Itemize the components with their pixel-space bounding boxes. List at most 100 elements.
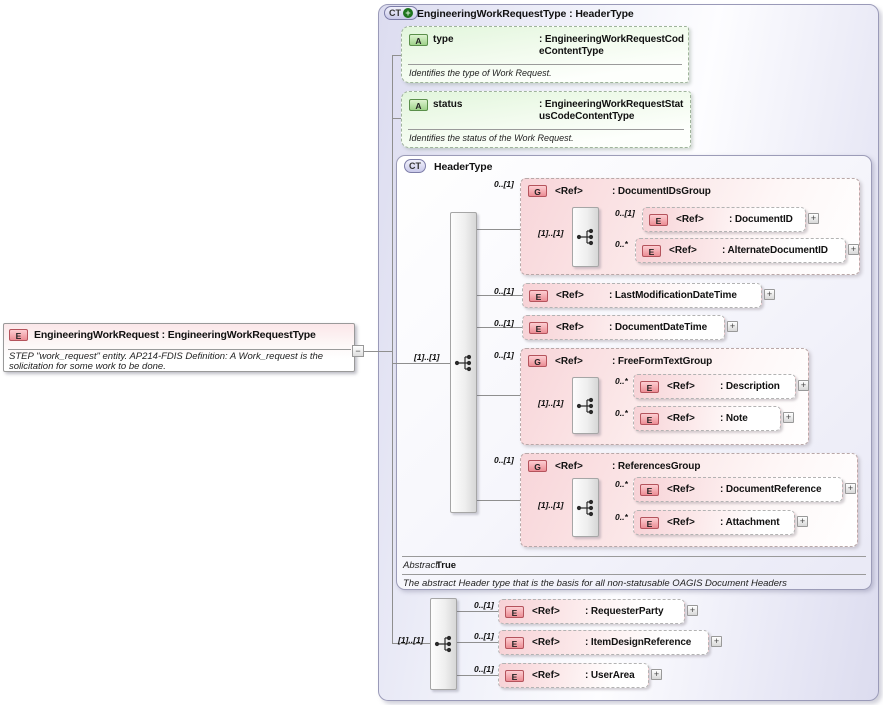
element-box-lastmodificationdatetime[interactable]: E <Ref> : LastModificationDateTime (522, 283, 762, 308)
ref-label: <Ref> (532, 670, 560, 681)
ref-label: <Ref> (676, 214, 704, 225)
attribute-type: : EngineeringWorkRequestCodeContentType (539, 34, 684, 57)
cardinality-label: 0..* (615, 479, 628, 489)
element-name: : DocumentID (729, 214, 793, 225)
cardinality-label: 0..* (615, 512, 628, 522)
expand-button[interactable]: + (711, 636, 722, 647)
connector-line (392, 363, 450, 364)
cardinality-label: 0..[1] (494, 318, 514, 328)
element-box-itemdesignreference[interactable]: E <Ref> : ItemDesignReference (498, 630, 709, 655)
attribute-type: : EngineeringWorkRequestStatusCodeConten… (539, 99, 684, 122)
abstract-value: True (436, 560, 457, 571)
connector-line (457, 611, 498, 612)
expand-button[interactable]: + (798, 380, 809, 391)
cardinality-label: [1]..[1] (538, 228, 564, 238)
element-box-description[interactable]: E <Ref> : Description (633, 374, 796, 399)
attribute-description: Identifies the status of the Work Reques… (409, 133, 574, 143)
element-icon: E (505, 636, 524, 649)
cardinality-label: [1]..[1] (414, 352, 440, 362)
element-name: : RequesterParty (585, 606, 664, 617)
group-icon: G (528, 460, 547, 472)
connector-line (392, 55, 401, 56)
element-icon: E (649, 213, 668, 226)
attribute-box-type[interactable]: A type : EngineeringWorkRequestCodeConte… (401, 26, 689, 83)
expand-button[interactable]: + (808, 213, 819, 224)
element-name: : UserArea (585, 670, 635, 681)
expand-button[interactable]: + (797, 516, 808, 527)
sequence-bar (450, 212, 477, 513)
cardinality-label: 0..[1] (494, 179, 514, 189)
ref-label: <Ref> (555, 355, 583, 367)
element-icon: E (9, 329, 28, 341)
cardinality-label: [1]..[1] (538, 500, 564, 510)
plus-icon: + (403, 8, 413, 18)
attribute-description: Identifies the type of Work Request. (409, 68, 552, 78)
sequence-icon (454, 354, 472, 371)
root-element-description: STEP "work_request" entity. AP214-FDIS D… (9, 351, 324, 372)
element-icon: E (640, 412, 659, 425)
element-box-documentid[interactable]: E <Ref> : DocumentID (642, 207, 806, 232)
element-name: : AlternateDocumentID (722, 245, 828, 256)
attribute-box-status[interactable]: A status : EngineeringWorkRequestStatusC… (401, 91, 691, 148)
sequence-bar (572, 478, 599, 537)
ref-label: <Ref> (555, 460, 583, 472)
ref-label: <Ref> (532, 637, 560, 648)
element-icon: E (642, 244, 661, 257)
cardinality-label: 0..* (615, 408, 628, 418)
connector-line (392, 118, 401, 119)
element-icon: E (529, 289, 548, 302)
header-type-title: HeaderType (434, 161, 493, 173)
element-box-note[interactable]: E <Ref> : Note (633, 406, 781, 431)
connector-line (477, 500, 520, 501)
ref-label: <Ref> (667, 413, 695, 424)
expand-button[interactable]: + (845, 483, 856, 494)
element-box-userarea[interactable]: E <Ref> : UserArea (498, 663, 649, 688)
element-box-documentdatetime[interactable]: E <Ref> : DocumentDateTime (522, 315, 725, 340)
cardinality-label: 0..[1] (494, 286, 514, 296)
sequence-bar (572, 207, 599, 267)
sequence-bar (572, 377, 599, 434)
expand-button[interactable]: + (783, 412, 794, 423)
element-icon: E (640, 516, 659, 529)
sequence-icon (576, 228, 594, 246)
connector-line (457, 642, 498, 643)
ref-label: <Ref> (532, 606, 560, 617)
element-box-requesterparty[interactable]: E <Ref> : RequesterParty (498, 599, 685, 624)
cardinality-label: 0..* (615, 376, 628, 386)
expand-button[interactable]: + (687, 605, 698, 616)
ref-label: <Ref> (667, 381, 695, 392)
group-name: : ReferencesGroup (612, 460, 701, 472)
element-name: : Attachment (720, 517, 780, 528)
connector-line (477, 327, 522, 328)
element-box-alternatedocumentid[interactable]: E <Ref> : AlternateDocumentID (635, 238, 846, 263)
element-icon: E (640, 380, 659, 393)
ref-label: <Ref> (555, 185, 583, 197)
element-name: : ItemDesignReference (585, 637, 692, 648)
ref-label: <Ref> (667, 517, 695, 528)
group-icon: G (528, 185, 547, 197)
group-icon: G (528, 355, 547, 367)
ref-label: <Ref> (556, 290, 584, 301)
divider (408, 64, 682, 65)
element-name: : Description (720, 381, 780, 392)
sequence-icon (576, 397, 594, 414)
element-name: : DocumentReference (720, 484, 822, 495)
abstract-label: Abstract (403, 560, 438, 571)
divider (402, 556, 866, 557)
root-element-box[interactable]: E EngineeringWorkRequest : EngineeringWo… (3, 323, 355, 372)
connector-line (457, 675, 498, 676)
expand-button[interactable]: + (764, 289, 775, 300)
element-box-documentreference[interactable]: E <Ref> : DocumentReference (633, 477, 843, 502)
element-icon: E (505, 669, 524, 682)
cardinality-label: 0..* (615, 239, 628, 249)
attribute-name: status (433, 99, 463, 110)
expand-button[interactable]: + (848, 244, 859, 255)
collapse-button[interactable]: − (352, 345, 364, 357)
cardinality-label: 0..[1] (474, 600, 494, 610)
element-box-attachment[interactable]: E <Ref> : Attachment (633, 510, 795, 535)
expand-button[interactable]: + (727, 321, 738, 332)
cardinality-label: 0..[1] (615, 208, 635, 218)
expand-button[interactable]: + (651, 669, 662, 680)
complex-type-icon: CT (404, 159, 426, 173)
sequence-icon (576, 499, 594, 516)
